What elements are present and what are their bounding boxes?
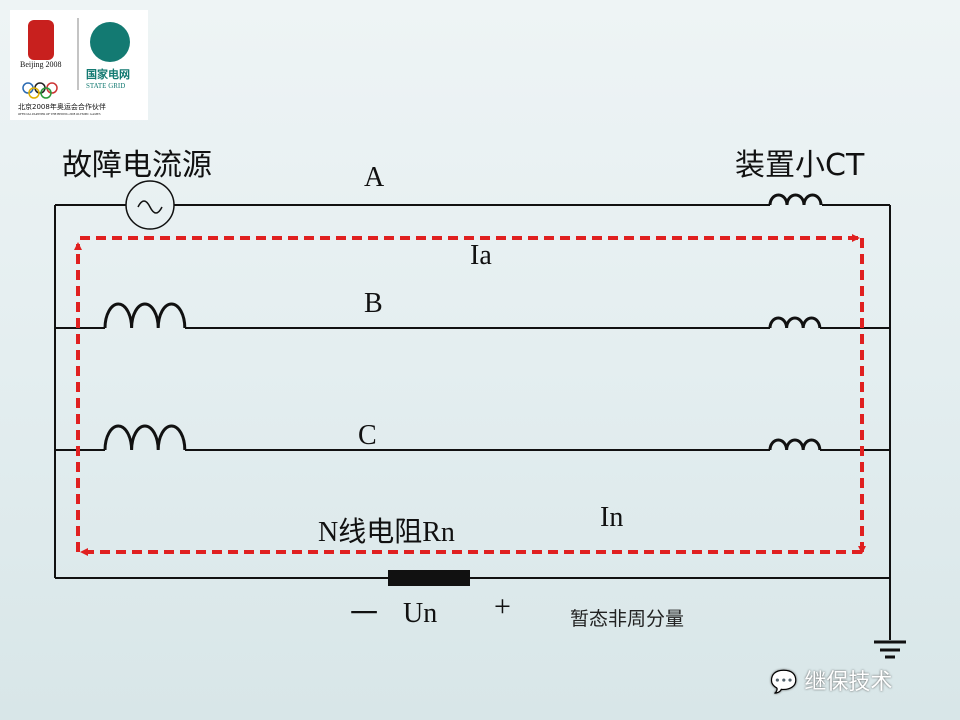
fault-source-icon [125,180,175,230]
watermark-text: 继保技术 [804,670,893,695]
ground-icon [874,640,906,659]
label-phase-b: B [364,288,383,319]
label-minus: 一 [350,599,379,630]
label-phase-c: C [358,420,377,451]
watermark: 💬 继保技术 [770,664,892,696]
inductor-c-icon [103,424,187,451]
logo-partner-cn: 北京2008年奥运会合作伙伴 [18,103,106,111]
ct-coil-b-icon [768,316,822,329]
label-plus: + [494,590,511,623]
logo: Beijing 2008 国家电网 STATE GRID 北京2008年奥运会合… [10,10,148,120]
logo-graphic [22,18,130,99]
logo-state-grid-en: STATE GRID [86,82,126,90]
logo-beijing: Beijing 2008 [20,60,62,69]
label-ia: Ia [470,240,492,271]
label-phase-a: A [364,162,385,193]
label-transient-note: 暂态非周分量 [570,608,685,630]
inductor-b-icon [103,302,187,329]
label-ct: 装置小CT [735,148,865,183]
label-un: Un [403,598,438,629]
label-fault-source: 故障电流源 [62,148,212,183]
ct-coil-c-icon [768,438,822,451]
ct-coil-a-icon [768,193,823,206]
logo-partner-en: OFFICIAL PARTNER OF THE BEIJING 2008 OLY… [18,112,101,116]
label-in: In [600,502,624,533]
wechat-icon: 💬 [770,670,798,695]
label-n-resistor: N线电阻Rn [318,517,455,548]
n-resistor [388,570,470,586]
logo-state-grid-cn: 国家电网 [86,68,130,81]
